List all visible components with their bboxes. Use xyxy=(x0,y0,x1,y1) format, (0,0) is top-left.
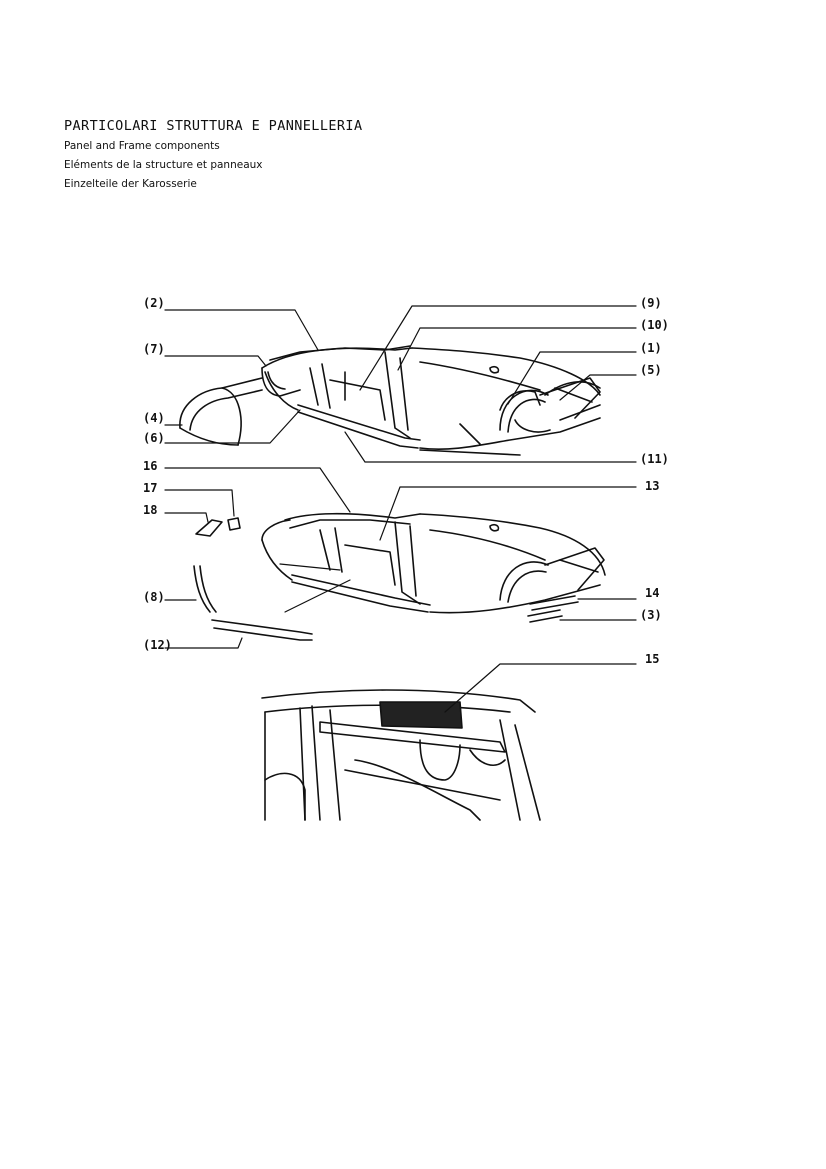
middle-body-shell xyxy=(261,512,606,614)
callout-5: (5) xyxy=(640,363,662,377)
callout-14: 14 xyxy=(645,586,660,600)
subtitle-french: Eléments de la structure et panneaux xyxy=(64,159,263,171)
callout-9: (9) xyxy=(640,296,662,310)
callout-4: (4) xyxy=(143,411,165,425)
callout-15-leader xyxy=(444,663,637,713)
callout-17: 17 xyxy=(143,481,158,495)
rear-wheelarch-part-4 xyxy=(179,377,263,446)
top-leader-lines xyxy=(164,305,637,463)
callout-8: (8) xyxy=(143,590,165,604)
callout-11: (11) xyxy=(640,452,669,466)
callout-18: 18 xyxy=(143,503,158,517)
callout-12: (12) xyxy=(143,638,172,652)
subtitle-english: Panel and Frame components xyxy=(64,140,220,152)
subtitle-german: Einzelteile der Karosserie xyxy=(64,178,197,190)
middle-leader-lines xyxy=(164,467,637,649)
front-wheelarch-parts xyxy=(499,381,601,433)
callout-13: 13 xyxy=(645,479,660,493)
callout-3: (3) xyxy=(640,608,662,622)
callout-6: (6) xyxy=(143,431,165,445)
callout-1: (1) xyxy=(640,341,662,355)
callout-10: (10) xyxy=(640,318,669,332)
callout-2: (2) xyxy=(143,296,165,310)
middle-detached-parts xyxy=(193,517,579,641)
page-title: PARTICOLARI STRUTTURA E PANNELLERIA xyxy=(64,118,363,134)
bottom-detail-view xyxy=(261,689,541,821)
callout-15: 15 xyxy=(645,652,660,666)
rear-inner-panel-part-7 xyxy=(261,367,301,397)
callout-7: (7) xyxy=(143,342,165,356)
callout-16: 16 xyxy=(143,459,158,473)
top-body-shell xyxy=(261,345,601,456)
